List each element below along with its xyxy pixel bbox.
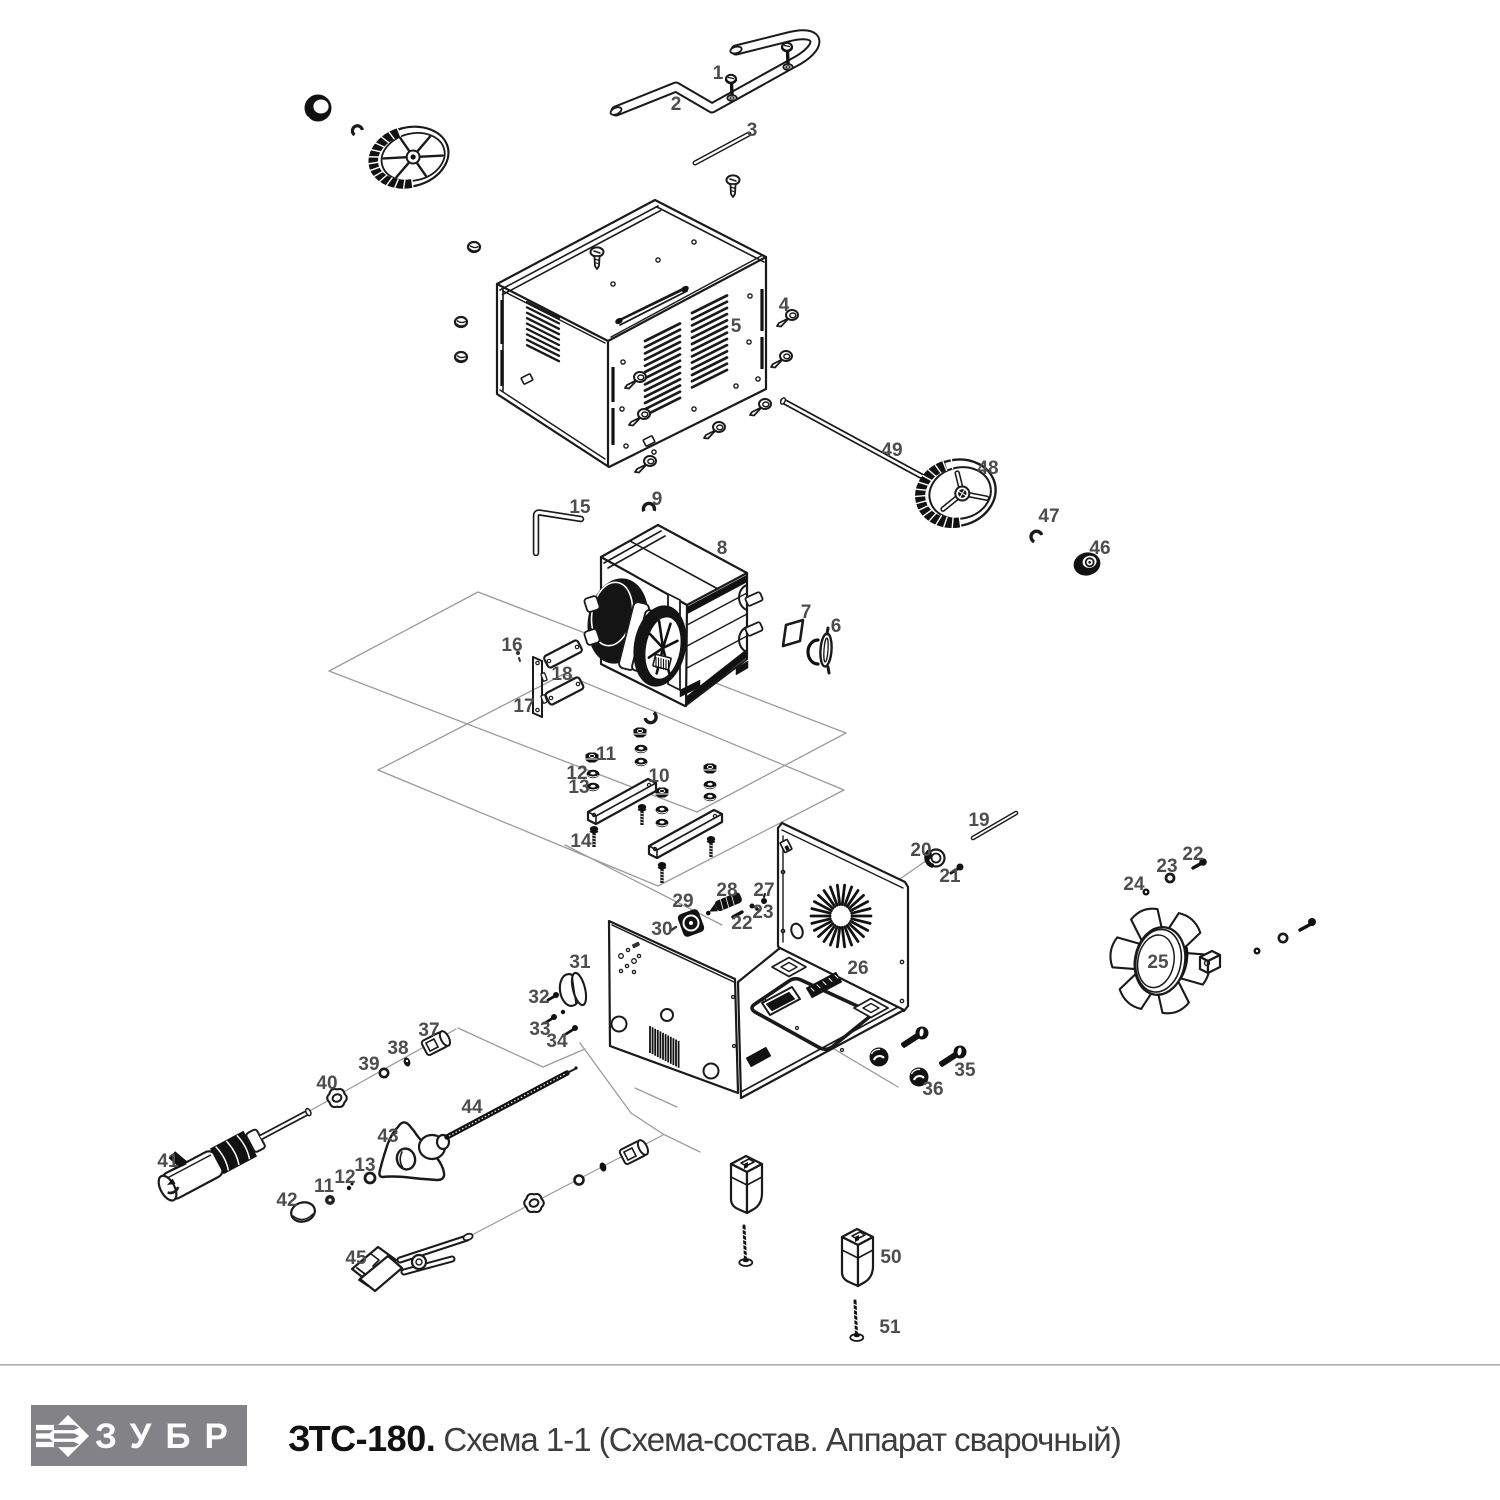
svg-text:2: 2 (671, 94, 682, 115)
svg-text:9: 9 (652, 489, 663, 510)
svg-text:46: 46 (1089, 538, 1110, 559)
svg-text:10: 10 (648, 766, 669, 787)
svg-text:21: 21 (939, 866, 961, 887)
svg-text:3: 3 (747, 120, 758, 141)
svg-text:15: 15 (569, 497, 591, 518)
svg-text:38: 38 (387, 1038, 408, 1059)
svg-text:16: 16 (501, 635, 522, 656)
svg-text:19: 19 (968, 810, 989, 831)
svg-text:37: 37 (418, 1020, 439, 1041)
svg-text:5: 5 (731, 316, 742, 337)
svg-text:20: 20 (910, 840, 931, 861)
svg-text:42: 42 (276, 1190, 297, 1211)
svg-text:50: 50 (880, 1247, 901, 1268)
svg-text:36: 36 (922, 1079, 943, 1100)
svg-text:12: 12 (334, 1167, 355, 1188)
svg-text:4: 4 (779, 295, 790, 316)
svg-text:33: 33 (529, 1019, 550, 1040)
svg-text:27: 27 (753, 880, 774, 901)
svg-text:40: 40 (316, 1073, 337, 1094)
svg-text:31: 31 (569, 952, 591, 973)
svg-text:39: 39 (358, 1054, 379, 1075)
svg-text:7: 7 (801, 602, 812, 623)
svg-text:43: 43 (377, 1126, 398, 1147)
svg-text:47: 47 (1038, 506, 1059, 527)
svg-text:23: 23 (752, 902, 773, 923)
svg-text:11: 11 (314, 1176, 335, 1197)
svg-text:30: 30 (651, 919, 672, 940)
svg-text:23: 23 (1156, 856, 1177, 877)
svg-text:17: 17 (513, 696, 534, 717)
svg-text:45: 45 (345, 1248, 367, 1269)
svg-text:48: 48 (977, 458, 998, 479)
svg-text:49: 49 (881, 440, 902, 461)
svg-text:24: 24 (1123, 874, 1145, 895)
svg-text:13: 13 (354, 1155, 375, 1176)
svg-text:ЗУБР: ЗУБР (95, 1417, 242, 1456)
svg-text:44: 44 (461, 1097, 483, 1118)
svg-text:35: 35 (954, 1060, 976, 1081)
svg-text:22: 22 (1182, 844, 1203, 865)
svg-text:32: 32 (528, 987, 549, 1008)
svg-text:13: 13 (568, 777, 589, 798)
svg-text:18: 18 (551, 664, 572, 685)
svg-text:22: 22 (731, 913, 752, 934)
svg-text:8: 8 (717, 538, 728, 559)
svg-text:41: 41 (157, 1151, 179, 1172)
svg-text:25: 25 (1147, 952, 1169, 973)
svg-text:29: 29 (672, 891, 693, 912)
svg-text:ЗТС-180. Схема 1-1 (Схема-сост: ЗТС-180. Схема 1-1 (Схема-состав. Аппара… (288, 1418, 1121, 1459)
svg-text:12: 12 (566, 763, 587, 784)
svg-text:14: 14 (570, 831, 592, 852)
svg-text:28: 28 (716, 880, 737, 901)
svg-text:26: 26 (847, 958, 868, 979)
svg-text:34: 34 (546, 1031, 568, 1052)
svg-text:51: 51 (879, 1317, 901, 1338)
svg-text:11: 11 (596, 744, 617, 765)
svg-text:6: 6 (831, 616, 842, 637)
svg-text:1: 1 (713, 63, 724, 84)
